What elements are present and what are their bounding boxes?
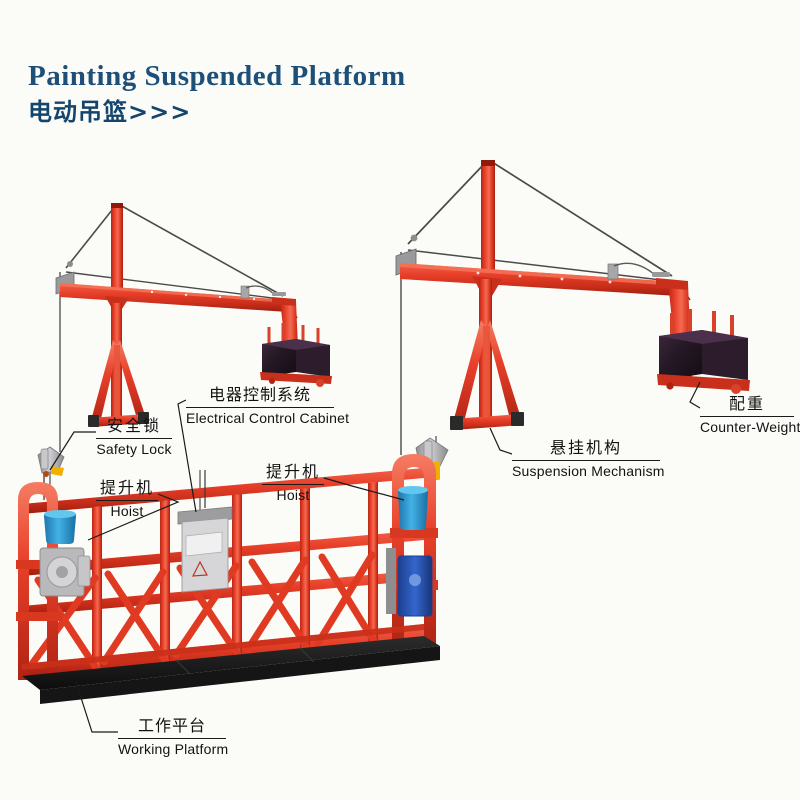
gantry-left-leg-stub	[114, 345, 120, 417]
callout-rule	[700, 416, 794, 417]
callout-rule	[262, 484, 324, 485]
callout-working-platform-english: Working Platform	[118, 741, 229, 757]
callout-hoist-right-chinese: 提升机	[265, 462, 320, 481]
platform-floor-lip	[22, 624, 424, 670]
title-english: Painting Suspended Platform	[28, 60, 406, 92]
callout-counter-weight-chinese: 配重	[728, 394, 765, 413]
callout-electrical-control-cabinet-english: Electrical Control Cabinet	[186, 410, 350, 426]
callout-hoist-left-english: Hoist	[110, 503, 144, 519]
leader-hoist-right	[323, 477, 405, 501]
callout-electrical-control-cabinet: 电器控制系统 Electrical Control Cabinet	[186, 385, 350, 428]
counterweight-right	[657, 309, 750, 394]
electrical-control-cabinet	[177, 470, 233, 593]
gantry-right-a-frame	[450, 320, 524, 430]
hoist-left	[39, 510, 91, 597]
callout-leader-lines	[49, 381, 701, 733]
suspension-gantry-left	[55, 203, 332, 452]
callout-rule	[96, 500, 158, 501]
cradle-end-frame-right	[390, 454, 438, 648]
cradle-posts	[92, 482, 378, 671]
title-chinese: 电动吊篮>>>	[28, 98, 192, 126]
suspension-gantry-right	[395, 160, 750, 455]
callout-safety-lock: 安全锁 Safety Lock	[96, 416, 172, 459]
gantry-right-mast-cap	[481, 160, 495, 166]
callout-rule	[512, 460, 660, 461]
gantry-right-cable-clamp	[410, 234, 418, 242]
leader-hoist-left	[87, 493, 180, 541]
cradle-top-rail	[22, 468, 424, 514]
callout-safety-lock-english: Safety Lock	[96, 441, 172, 457]
leader-working-platform	[75, 681, 118, 733]
platform-floor	[22, 636, 440, 690]
working-cradle	[16, 436, 449, 704]
gantry-left-beam-bolts	[150, 290, 256, 301]
gantry-right-leg-stub	[483, 326, 490, 416]
leader-electrical-control-cabinet	[177, 399, 197, 513]
cradle-lower-rail	[22, 570, 424, 616]
callout-suspension-mechanism-english: Suspension Mechanism	[512, 463, 665, 479]
callout-counter-weight-english: Counter-Weight	[700, 419, 800, 435]
callout-counter-weight: 配重 Counter-Weight	[700, 394, 800, 437]
gantry-right-cables	[400, 161, 691, 455]
callout-rule	[96, 438, 172, 439]
leader-counter-weight	[689, 381, 701, 409]
platform-floor-edge	[40, 646, 440, 704]
callout-hoist-right-english: Hoist	[276, 487, 310, 503]
callout-working-platform-chinese: 工作平台	[137, 716, 206, 735]
callout-hoist-right: 提升机 Hoist	[262, 462, 324, 505]
callout-hoist-left: 提升机 Hoist	[96, 478, 158, 521]
gantry-left-mast	[111, 203, 123, 303]
callout-hoist-left-chinese: 提升机	[99, 478, 154, 497]
safety-lock-left	[37, 446, 65, 477]
callout-suspension-mechanism: 悬挂机构 Suspension Mechanism	[512, 438, 665, 481]
gantry-left-cable-clamp	[67, 261, 73, 267]
gantry-right-beam-bolts	[476, 271, 612, 284]
leader-safety-lock	[49, 431, 96, 471]
counterweight-left	[260, 323, 332, 387]
gantry-right-mast	[481, 160, 495, 278]
callout-suspension-mechanism-chinese: 悬挂机构	[549, 438, 622, 457]
gantry-right-nose-collar	[656, 278, 688, 290]
gantry-left-turnbuckle	[240, 285, 286, 299]
callout-working-platform: 工作平台 Working Platform	[118, 716, 229, 759]
gantry-right-beam-highlight	[400, 263, 678, 286]
gantry-left-nose-collar	[272, 297, 296, 306]
callout-rule	[186, 407, 334, 408]
gantry-left-beam-highlight	[60, 283, 288, 303]
callout-electrical-control-cabinet-chinese: 电器控制系统	[208, 385, 311, 404]
page-title: Painting Suspended Platform 电动吊篮>>>	[28, 60, 406, 126]
callout-safety-lock-chinese: 安全锁	[106, 416, 161, 435]
platform-floor-seams	[175, 647, 315, 675]
gantry-left-mast-cap	[111, 203, 123, 208]
hoist-right	[386, 486, 433, 617]
gantry-left-a-frame	[88, 340, 149, 427]
leader-suspension-mechanism	[489, 427, 513, 455]
gantry-right-turnbuckle	[607, 262, 670, 280]
callout-rule	[118, 738, 226, 739]
